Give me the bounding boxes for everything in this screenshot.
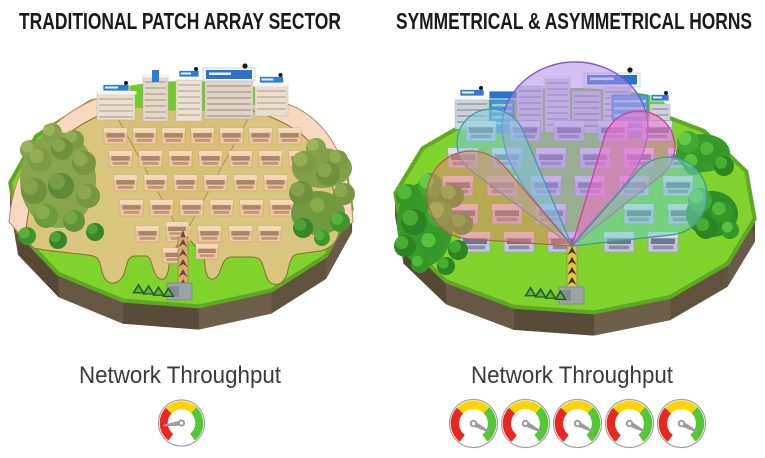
svg-text:Network Throughput: Network Throughput [471,362,673,389]
svg-text:TRADITIONAL PATCH ARRAY SECTOR: TRADITIONAL PATCH ARRAY SECTOR [19,8,341,34]
svg-text:SYMMETRICAL & ASYMMETRICAL HOR: SYMMETRICAL & ASYMMETRICAL HORNS [396,8,752,34]
svg-text:Network Throughput: Network Throughput [79,362,281,389]
